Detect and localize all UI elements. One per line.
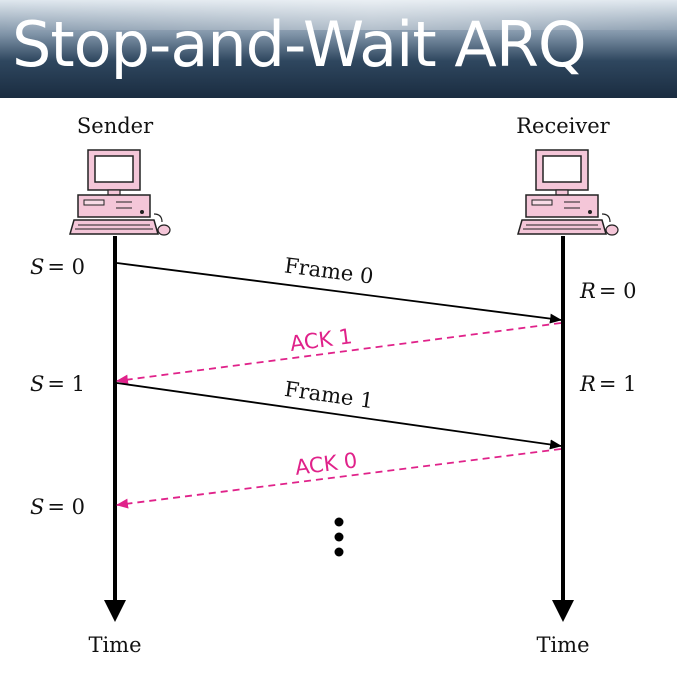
title-bar: Stop-and-Wait ARQ [0,0,677,98]
receiver-label: Receiver [516,114,610,138]
sender-state-0: S= 0 [30,255,85,279]
title-sheen [0,0,677,30]
sender-timeline-arrow [104,600,126,622]
receiver-timeline-arrow [552,600,574,622]
ack-1-arrow [116,322,562,385]
receiver-state-1: R= 1 [579,372,636,396]
ack-0-arrow [116,448,562,509]
receiver-computer-icon [517,149,619,236]
frame-0-arrow [116,262,562,324]
receiver-time-label: Time [536,633,589,657]
frame-0-label: Frame 0 [283,253,375,288]
receiver-state-0: R= 0 [579,279,636,303]
frame-1-arrow [116,382,562,450]
ack-0-label: ACK 0 [294,448,359,480]
ellipsis-icon [334,517,344,557]
page-title: Stop-and-Wait ARQ [12,8,587,81]
sender-label: Sender [77,114,154,138]
sender-time-label: Time [88,633,141,657]
sender-state-1: S= 1 [30,372,85,396]
sender-state-2: S= 0 [30,495,85,519]
sender-computer-icon [69,149,171,236]
